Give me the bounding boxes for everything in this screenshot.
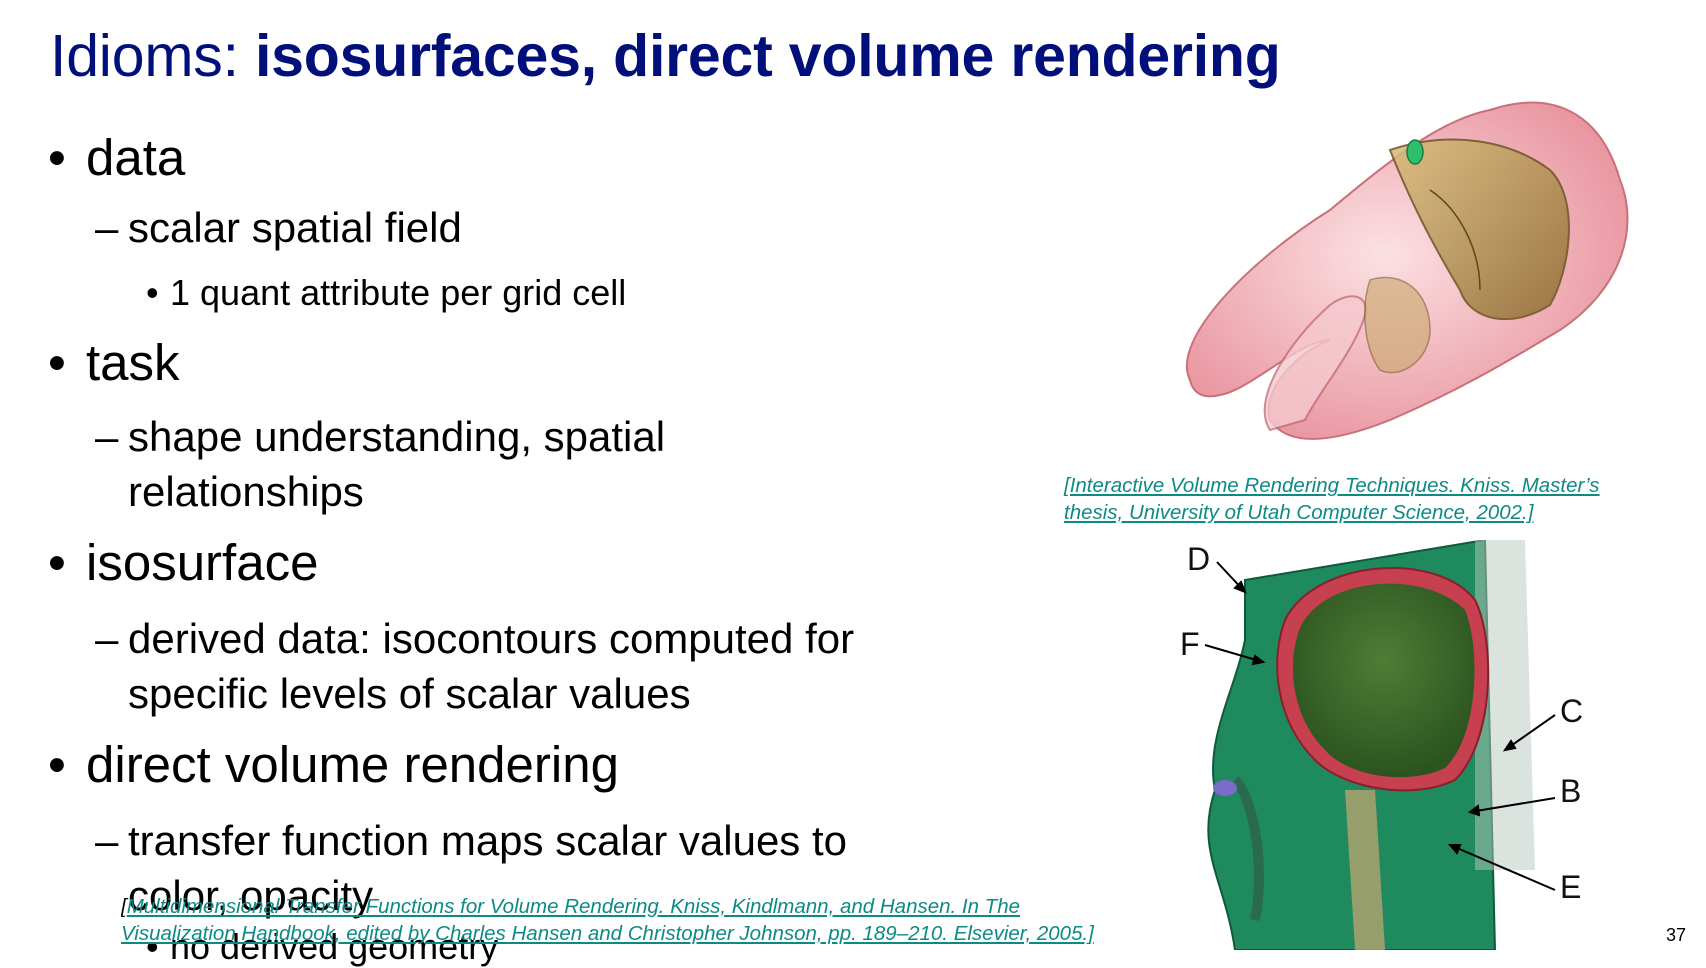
bullet-quant-attribute: •1 quant attribute per grid cell <box>146 272 627 313</box>
head-back-plane <box>1475 540 1535 870</box>
slide-title: Idioms: isosurfaces, direct volume rende… <box>50 22 1281 90</box>
label-b: B <box>1560 773 1581 809</box>
title-plain: Idioms: <box>50 23 255 89</box>
bullet-task: •task <box>48 334 180 391</box>
bullet-isosurface: •isosurface <box>48 534 319 591</box>
tooth-pulp-shape <box>1364 276 1431 374</box>
head-volume-figure: D F C B E <box>1175 540 1595 950</box>
label-d: D <box>1187 541 1210 577</box>
brain-shape <box>1292 583 1475 778</box>
tooth-volume-illustration <box>1185 101 1629 440</box>
bullet-transfer-function: –transfer function maps scalar values to… <box>95 817 848 919</box>
label-c: C <box>1560 693 1583 729</box>
bullet-direct-volume-rendering: •direct volume rendering <box>48 736 619 793</box>
label-f: F <box>1180 626 1200 662</box>
spine-shape <box>1345 790 1385 950</box>
citation-head[interactable]: [Multidimensional Transfer Functions for… <box>121 893 1183 947</box>
tooth-green-marker <box>1406 139 1424 165</box>
bullet-scalar-field: –scalar spatial field <box>95 204 462 251</box>
citation-tooth-line2[interactable]: thesis, University of Utah Computer Scie… <box>1064 501 1534 524</box>
head-volume-illustration: D F C B E <box>1180 540 1583 950</box>
tooth-volume-figure <box>1130 90 1650 470</box>
sinus-marker <box>1213 780 1237 796</box>
tooth-contour-line <box>1429 189 1481 291</box>
citation-head-line1[interactable]: [Multidimensional Transfer Functions for… <box>121 895 1021 918</box>
label-e: E <box>1560 869 1581 905</box>
citation-tooth[interactable]: [Interactive Volume Rendering Techniques… <box>1064 472 1600 526</box>
citation-head-line2[interactable]: Visualization Handbook, edited by Charle… <box>121 922 1094 945</box>
page-number: 37 <box>1665 925 1686 945</box>
citation-tooth-line1[interactable]: [Interactive Volume Rendering Techniques… <box>1064 474 1600 497</box>
figure-arrows <box>1204 561 1556 891</box>
title-bold: isosurfaces, direct volume rendering <box>254 23 1281 89</box>
face-profile-line <box>1231 776 1264 921</box>
bullet-data: •data <box>48 129 186 186</box>
bullet-list: •data –scalar spatial field •1 quant att… <box>48 129 855 967</box>
tooth-root-shape <box>1263 295 1367 432</box>
tooth-crown-core-shape <box>1388 138 1570 321</box>
